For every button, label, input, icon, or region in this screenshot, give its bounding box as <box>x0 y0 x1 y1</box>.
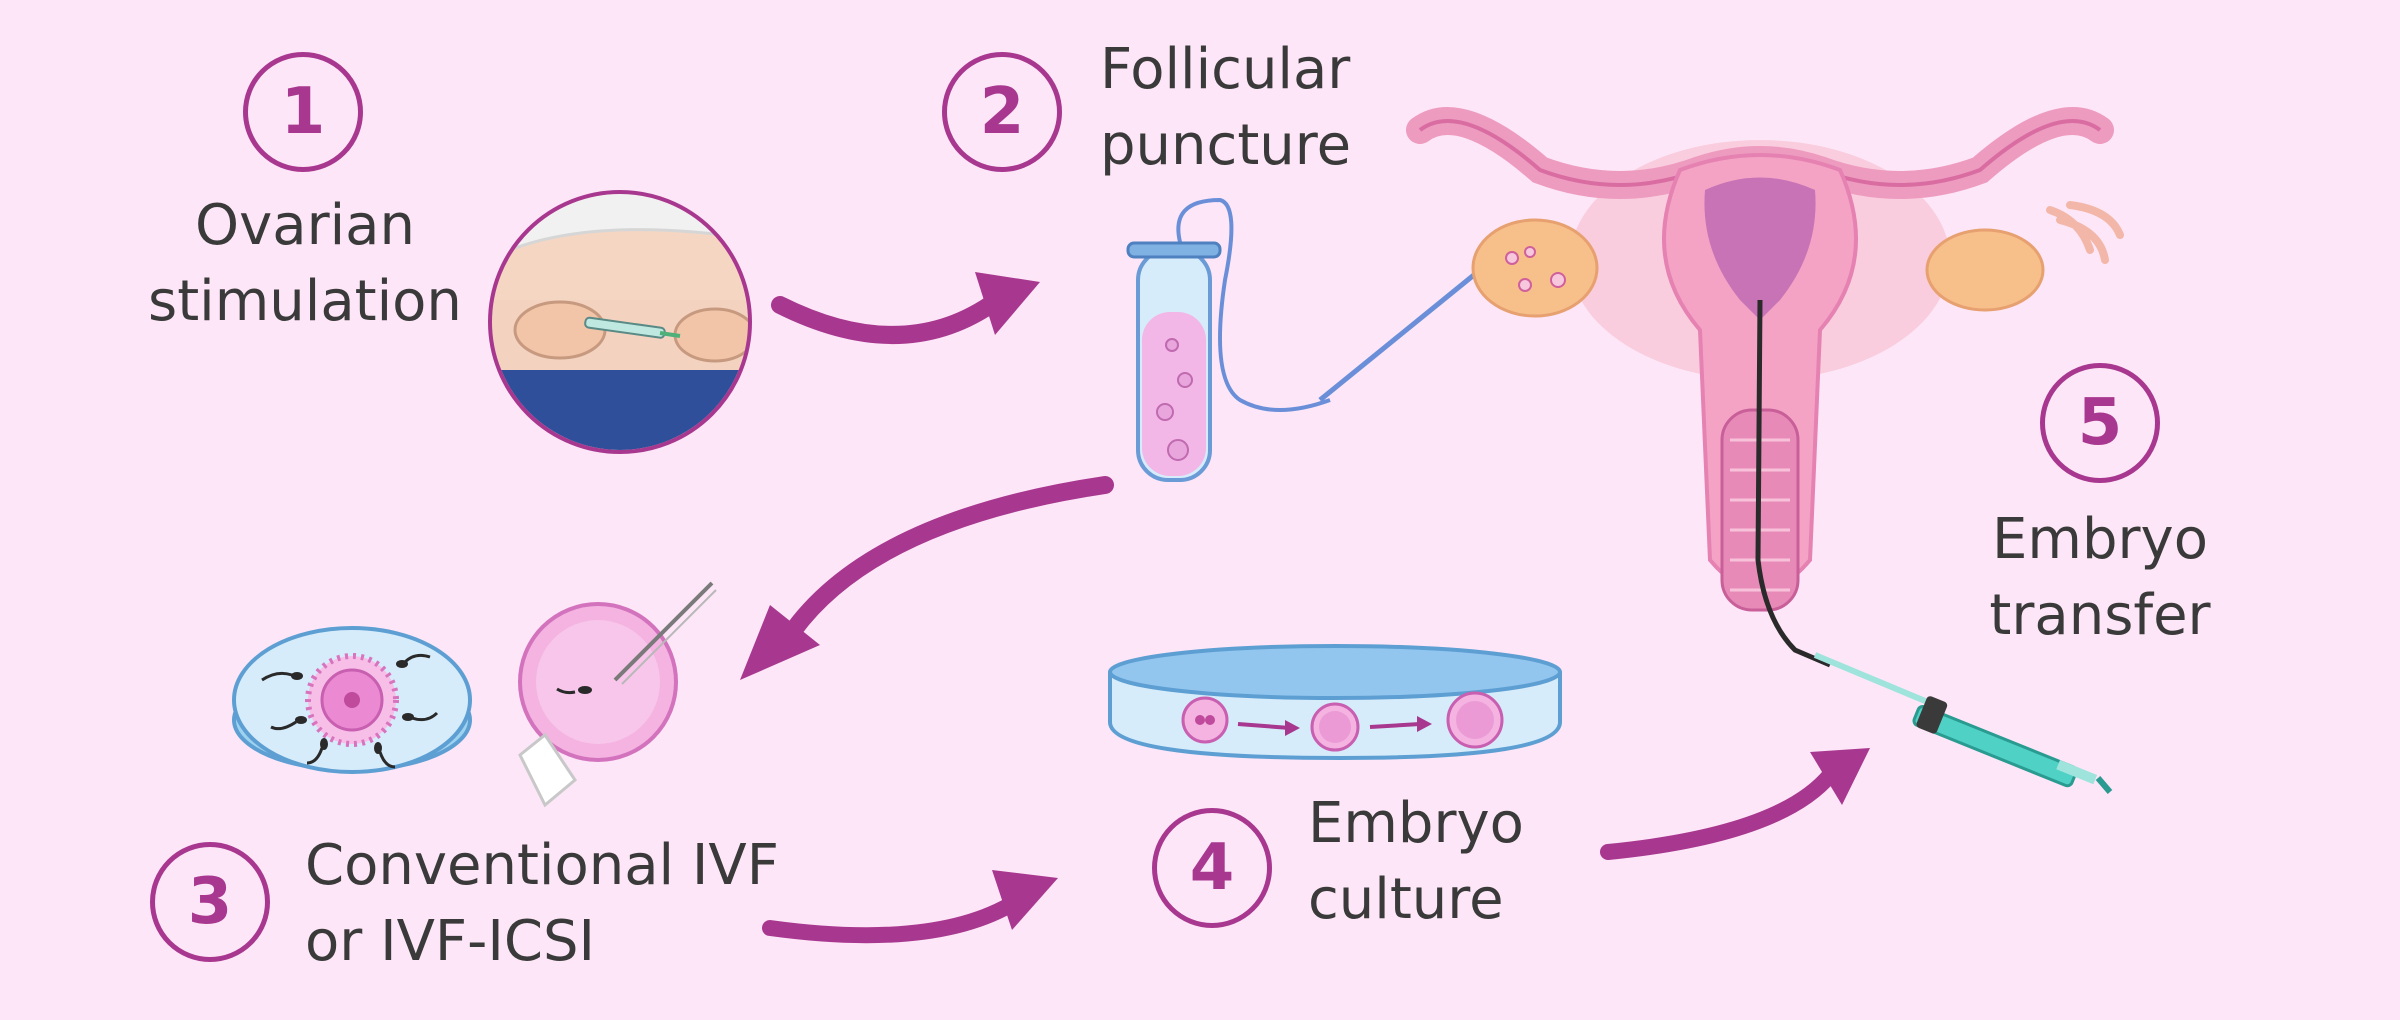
step-3-label: Conventional IVF or IVF-ICSI <box>305 828 779 980</box>
arrow-1-to-2 <box>771 272 1040 344</box>
step-1-label-line1: Ovarian <box>195 193 415 258</box>
step-1-badge: 1 <box>243 52 363 172</box>
arrow-4-to-5 <box>1600 748 1870 860</box>
fertilization-dish-illustration <box>232 581 717 808</box>
step-5-badge: 5 <box>2040 363 2160 483</box>
step-5-label-line2: transfer <box>1989 583 2211 648</box>
step-3-label-line2: or IVF-ICSI <box>305 909 596 974</box>
step-5-number: 5 <box>2077 386 2123 460</box>
arrow-2-to-3 <box>740 476 1114 680</box>
step-4-label-line2: culture <box>1308 867 1504 932</box>
step-1-label-line2: stimulation <box>148 269 462 334</box>
step-2-label-line2: puncture <box>1100 113 1352 178</box>
step-4-number: 4 <box>1189 831 1235 905</box>
step-4-label-line1: Embryo <box>1308 791 1524 856</box>
culture-dish-illustration <box>1108 644 1562 761</box>
step-1-label: Ovarian stimulation <box>140 188 470 340</box>
transfer-syringe-illustration <box>1813 652 2113 794</box>
test-tube-illustration <box>1126 197 1482 482</box>
step-4-badge: 4 <box>1152 808 1272 928</box>
step-3-number: 3 <box>187 865 233 939</box>
step-3-label-line1: Conventional IVF <box>305 833 779 898</box>
step-2-label-line1: Follicular <box>1100 37 1351 102</box>
step-4-label: Embryo culture <box>1308 786 1524 938</box>
step-1-number: 1 <box>280 75 326 149</box>
ovarian-stimulation-illustration <box>488 190 752 454</box>
step-5-label: Embryo transfer <box>1960 502 2240 654</box>
arrow-3-to-4 <box>762 870 1058 944</box>
uterus-illustration <box>1406 107 2124 668</box>
step-2-label: Follicular puncture <box>1100 32 1351 184</box>
step-2-number: 2 <box>979 75 1025 149</box>
step-2-badge: 2 <box>942 52 1062 172</box>
step-3-badge: 3 <box>150 842 270 962</box>
step-5-label-line1: Embryo <box>1992 507 2208 572</box>
